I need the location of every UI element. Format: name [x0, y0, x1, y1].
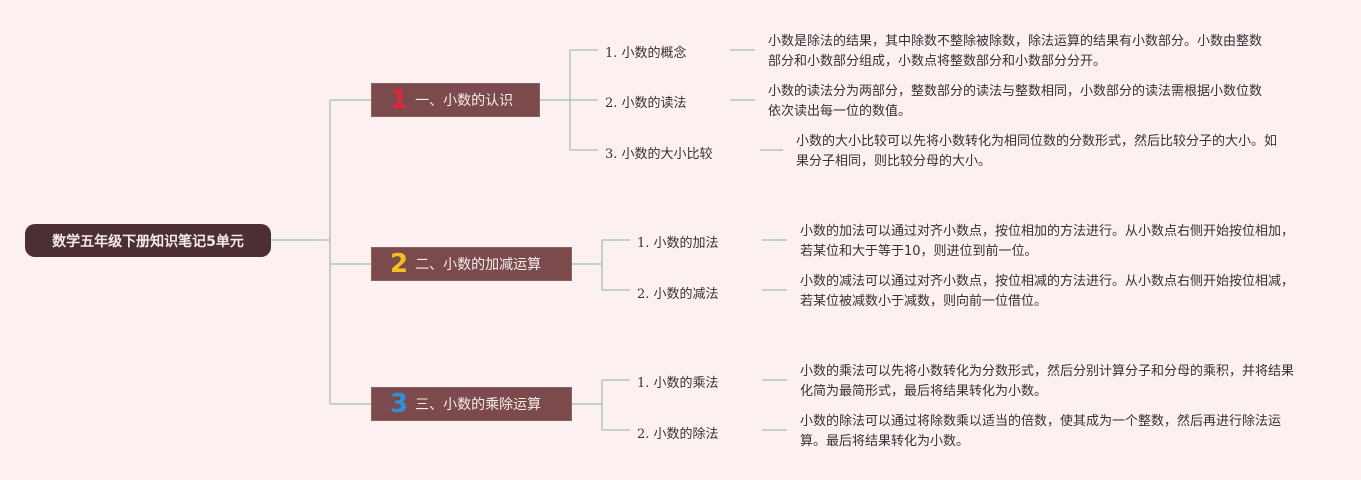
- desc-decimal-addition: 小数的加法可以通过对齐小数点，按位相加的方法进行。从小数点右侧开始按位相加，若某…: [800, 224, 1295, 259]
- section-3-desc-links: [762, 379, 787, 431]
- topic-decimal-multiplication[interactable]: 1. 小数的乘法: [637, 376, 719, 391]
- section-3-branch: [572, 379, 630, 431]
- topic-decimal-concept[interactable]: 1. 小数的概念: [605, 46, 687, 61]
- topic-decimal-addition[interactable]: 1. 小数的加法: [637, 236, 719, 251]
- desc-decimal-division: 小数的除法可以通过将除数乘以适当的倍数，使其成为一个整数，然后再进行除法运算。最…: [800, 414, 1282, 449]
- section-3-node[interactable]: 3 三、小数的乘除运算: [371, 387, 572, 421]
- section-1-node[interactable]: 1 一、小数的认识: [371, 83, 540, 117]
- section-3-title: 三、小数的乘除运算: [415, 397, 542, 413]
- desc-decimal-multiplication: 小数的乘法可以先将小数转化为分数形式，然后分别计算分子和分母的乘积，并将结果化简…: [800, 364, 1295, 399]
- topic-decimal-division[interactable]: 2. 小数的除法: [637, 427, 719, 442]
- topic-decimal-reading[interactable]: 2. 小数的读法: [605, 96, 687, 111]
- section-2-node[interactable]: 2 二、小数的加减运算: [371, 247, 572, 281]
- desc-decimal-concept: 小数是除法的结果，其中除数不整除被除数，除法运算的结果有小数部分。小数由整数部分…: [768, 34, 1263, 69]
- section-1-title: 一、小数的认识: [415, 93, 514, 109]
- topic-decimal-comparison[interactable]: 3. 小数的大小比较: [605, 147, 713, 162]
- root-node[interactable]: 数学五年级下册知识笔记5单元: [25, 224, 271, 257]
- section-2-desc-links: [762, 239, 787, 291]
- section-2-title: 二、小数的加减运算: [415, 257, 542, 273]
- section-3-number: 3: [390, 389, 409, 419]
- section-2-branch: [572, 239, 630, 291]
- desc-decimal-comparison: 小数的大小比较可以先将小数转化为相同位数的分数形式，然后比较分子的大小。如果分子…: [796, 134, 1278, 169]
- root-title: 数学五年级下册知识笔记5单元: [52, 233, 244, 250]
- section-2-number: 2: [390, 249, 409, 279]
- desc-decimal-reading: 小数的读法分为两部分，整数部分的读法与整数相同，小数部分的读法需根据小数位数依次…: [768, 84, 1263, 119]
- section-1-desc-links: [730, 49, 783, 151]
- section-1-branch: [540, 49, 598, 151]
- topic-decimal-subtraction[interactable]: 2. 小数的减法: [637, 287, 719, 302]
- section-1-number: 1: [390, 85, 409, 115]
- desc-decimal-subtraction: 小数的减法可以通过对齐小数点，按位相减的方法进行。从小数点右侧开始按位相减，若某…: [800, 274, 1295, 309]
